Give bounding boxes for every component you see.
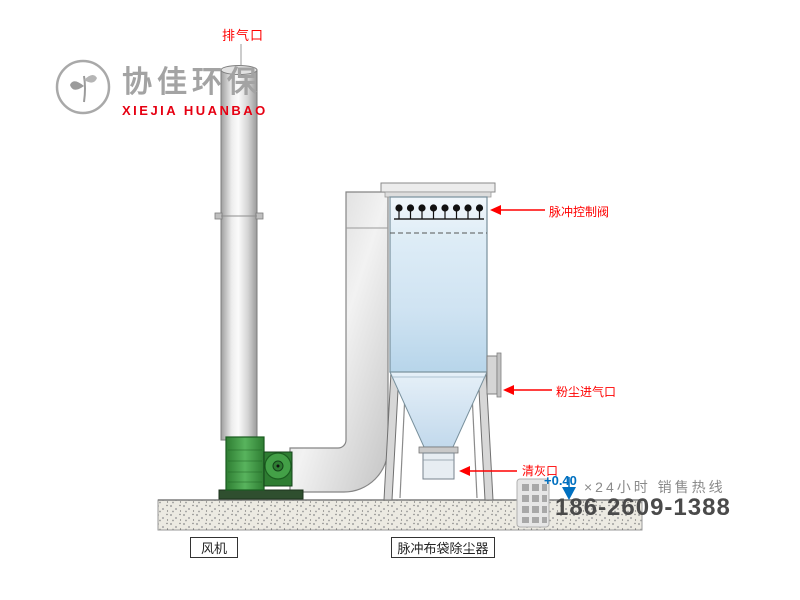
phone-keypad-icon	[516, 478, 550, 528]
dust-inlet-duct	[486, 352, 502, 398]
hotline-phone-number: 186-2609-1388	[555, 494, 731, 521]
ash-port-label: 清灰口	[522, 464, 559, 478]
logo: 协佳环保 XIEJIA HUANBAO	[54, 58, 268, 118]
chimney-flange	[214, 212, 223, 220]
leaf-logo-icon	[55, 59, 111, 115]
baghouse-collector	[380, 182, 502, 501]
dust-inlet-label: 粉尘进气口	[556, 385, 617, 399]
collector-name-box: 脉冲布袋除尘器	[391, 537, 495, 558]
hotline-caption: ×24小时 销售热线	[584, 479, 726, 495]
exhaust-outlet-label: 排气口	[222, 28, 265, 43]
chimney-flange	[255, 212, 264, 220]
pulse-valve-arrow	[490, 205, 545, 215]
logo-name-cn: 协佳环保	[122, 66, 262, 99]
pulse-valves	[394, 204, 484, 220]
clean-air-duct	[289, 191, 389, 493]
ash-port-arrow	[459, 466, 517, 476]
concrete-foundation	[157, 499, 643, 531]
fan-name-box: 风机	[190, 537, 238, 558]
pulse-valve-label: 脉冲控制阀	[549, 205, 610, 219]
collector-body	[389, 196, 488, 373]
collector-top-cover	[380, 182, 496, 193]
elevation-marker-icon	[562, 477, 576, 500]
callout-arrows	[459, 205, 552, 476]
logo-name-en: XIEJIA HUANBAO	[122, 103, 268, 118]
exhaust-chimney	[214, 44, 264, 441]
centrifugal-fan	[218, 436, 304, 500]
ash-valve-flange	[418, 446, 459, 454]
elevation-value: +0.40	[544, 473, 577, 488]
dust-inlet-arrow	[503, 385, 552, 395]
ash-container	[422, 452, 455, 480]
